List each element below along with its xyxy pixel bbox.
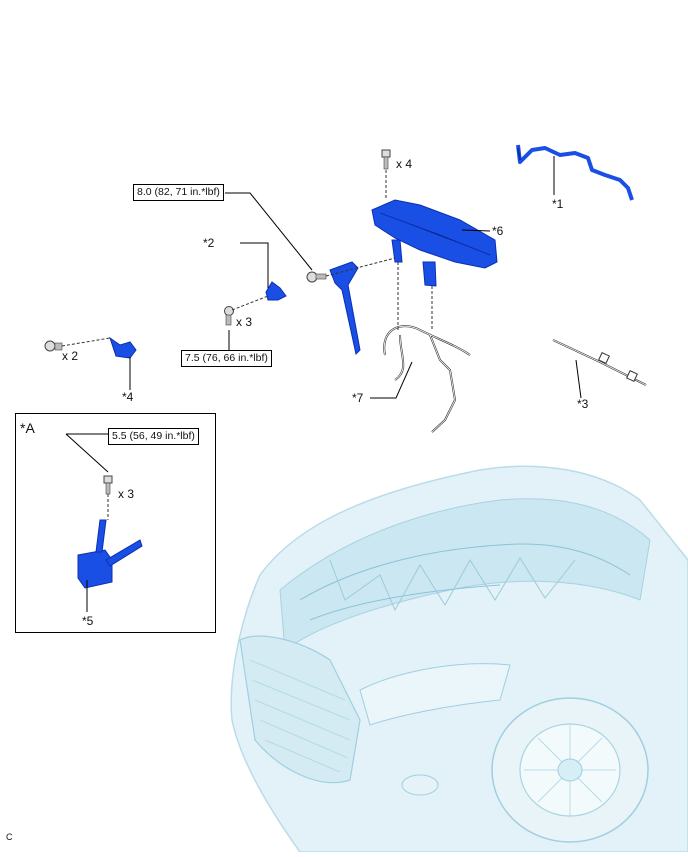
inset-label: *A bbox=[20, 420, 35, 436]
callout-1: *1 bbox=[552, 197, 564, 211]
bolt-icons bbox=[44, 149, 391, 495]
quantity-inset: x 3 bbox=[118, 487, 135, 501]
leader-lines bbox=[65, 156, 582, 612]
figure-code: C bbox=[6, 832, 13, 842]
part-3-wire bbox=[552, 339, 647, 386]
detail-inset: *A 5.5 (56, 49 in.*lbf) x 3 bbox=[15, 413, 216, 633]
callout-6: *6 bbox=[492, 224, 504, 238]
support-bar bbox=[329, 261, 361, 356]
callout-2: *2 bbox=[203, 236, 215, 250]
part-1-harness bbox=[516, 144, 634, 201]
torque-spec-3: 5.5 (56, 49 in.*lbf) bbox=[108, 428, 199, 445]
callout-7: *7 bbox=[352, 391, 364, 405]
part-7-harness bbox=[383, 325, 471, 433]
quantity-mid: x 3 bbox=[236, 315, 253, 329]
callout-4: *4 bbox=[122, 390, 134, 404]
part-4-bracket bbox=[109, 336, 137, 359]
torque-spec-1: 8.0 (82, 71 in.*lbf) bbox=[133, 184, 224, 201]
vehicle-illustration bbox=[230, 465, 688, 853]
part-2-bracket bbox=[265, 281, 287, 301]
part-6-bracket bbox=[371, 199, 498, 287]
quantity-top: x 4 bbox=[396, 157, 413, 171]
callout-5: *5 bbox=[82, 614, 94, 628]
quantity-left: x 2 bbox=[62, 349, 79, 363]
part-5-component bbox=[77, 519, 143, 589]
torque-spec-2: 7.5 (76, 66 in.*lbf) bbox=[181, 350, 272, 367]
assembly-lines bbox=[61, 170, 433, 520]
callout-3: *3 bbox=[577, 397, 589, 411]
